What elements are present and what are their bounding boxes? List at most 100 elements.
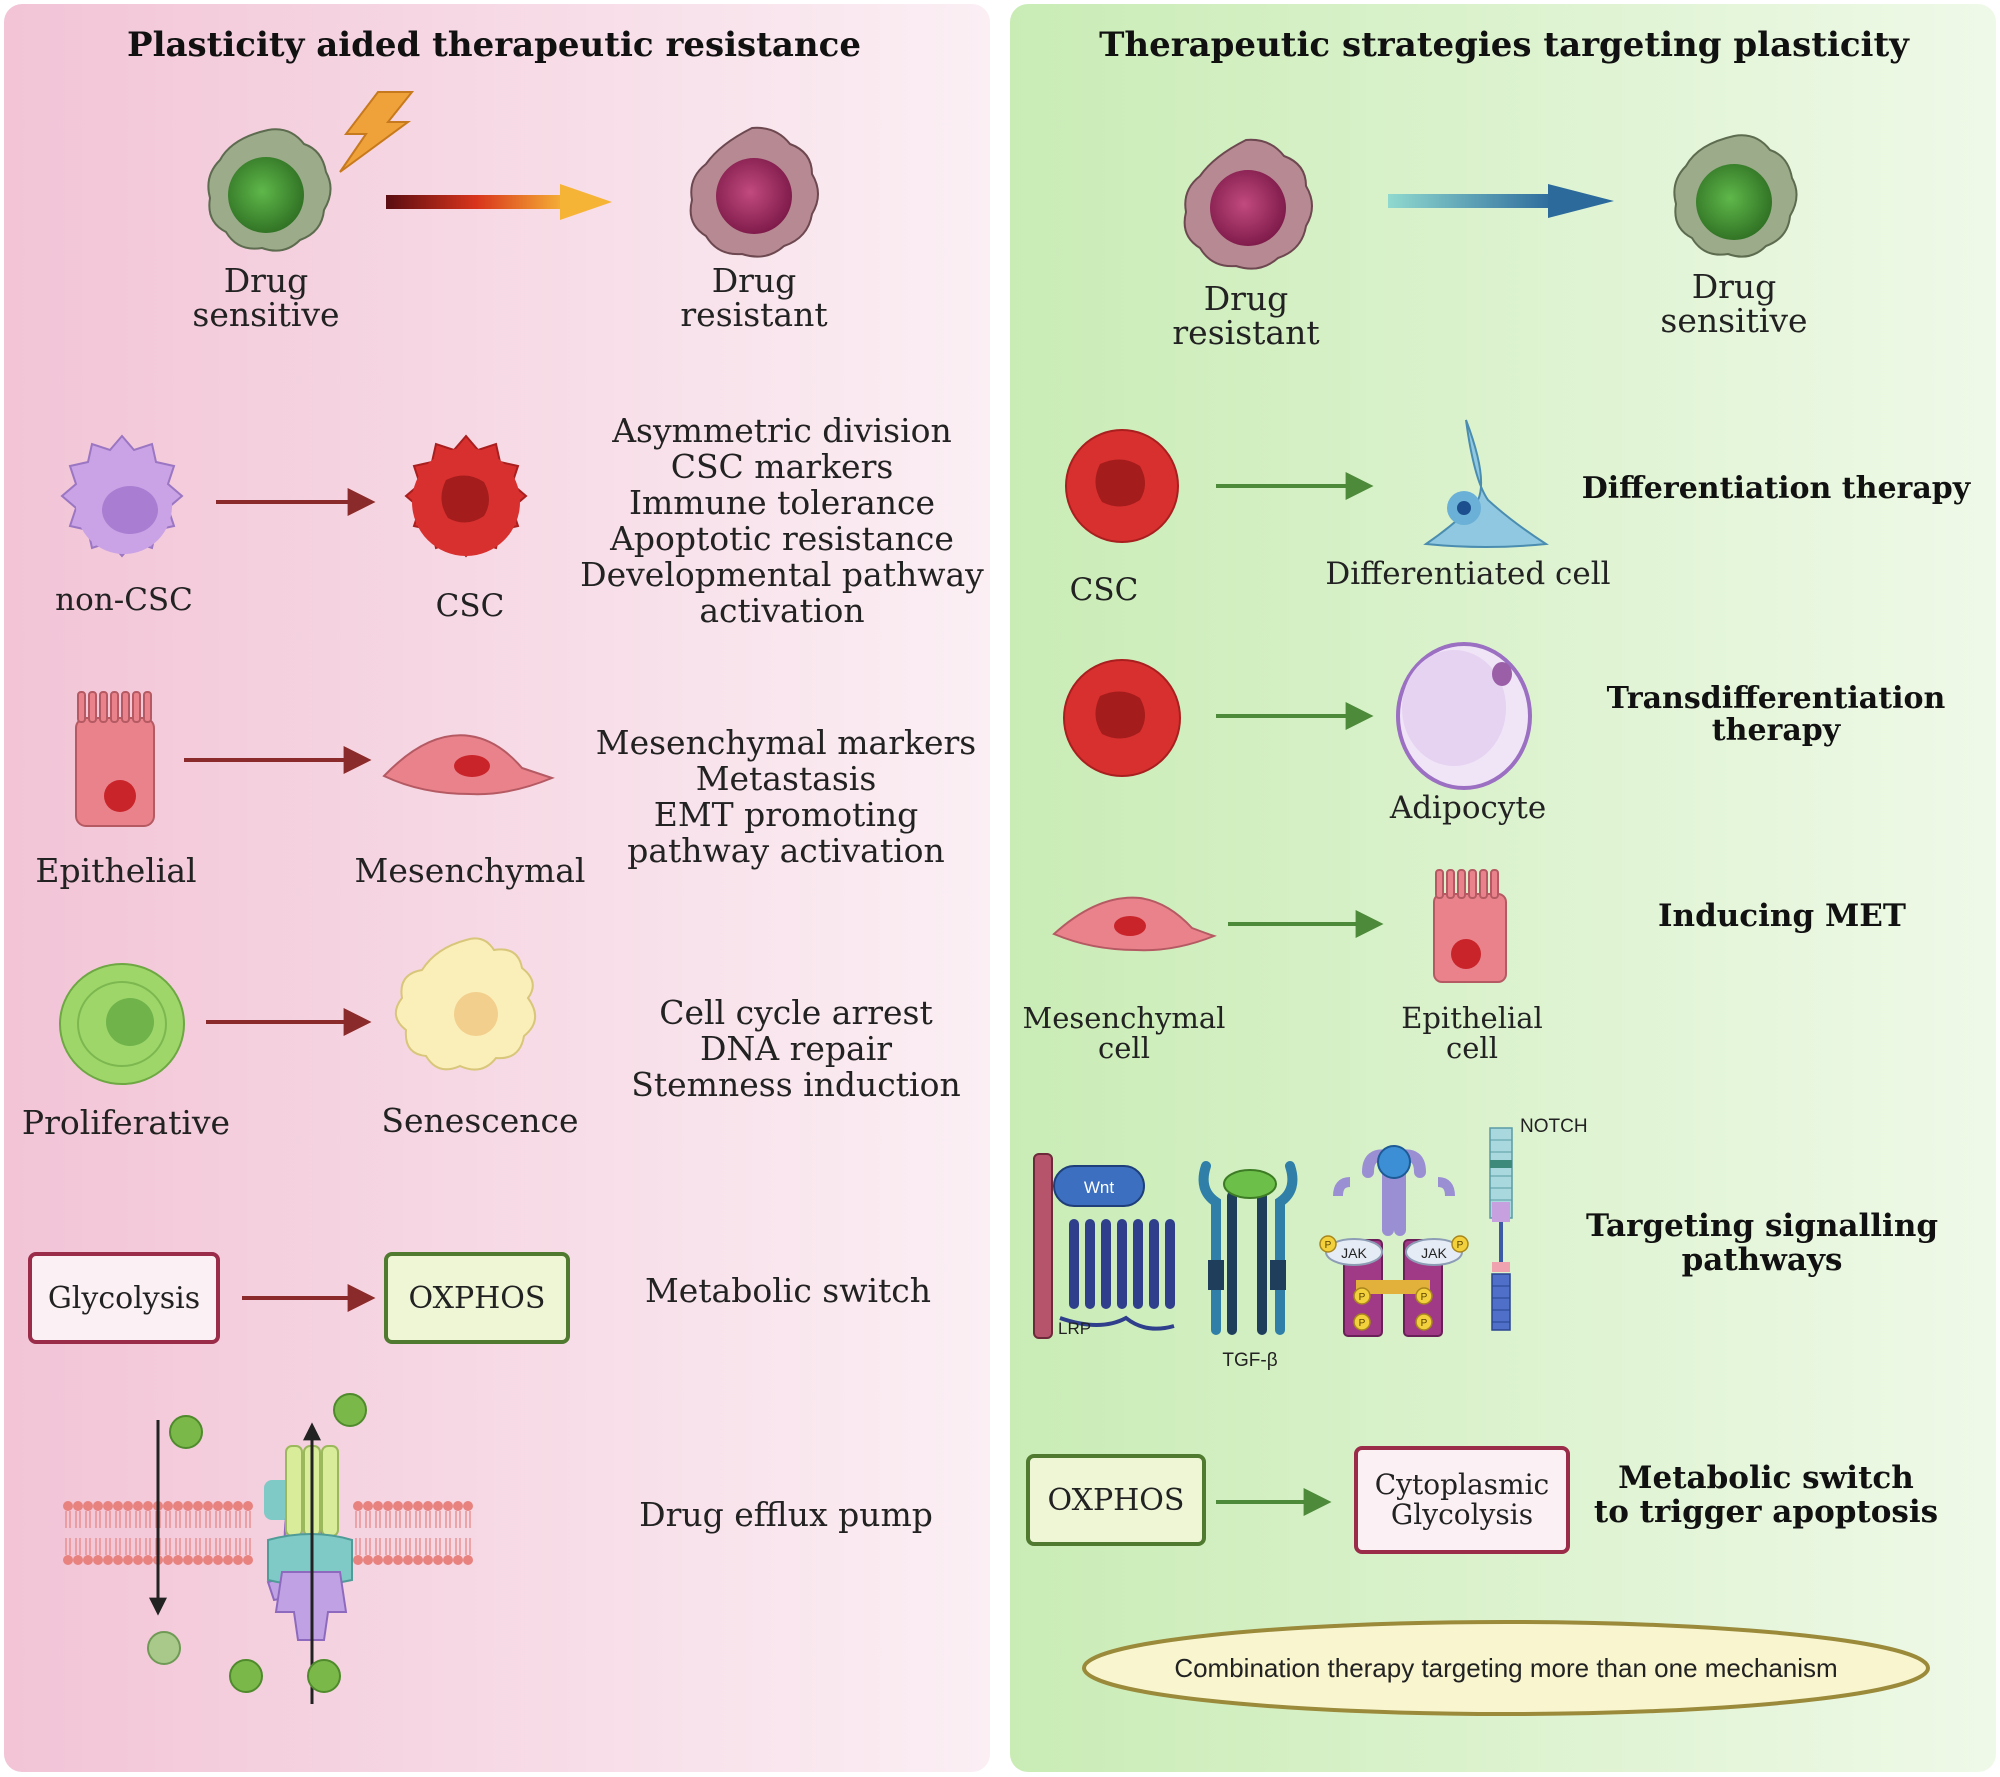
- wnt-receptor: Wnt LRP: [1033, 1153, 1175, 1339]
- csc-cell-right: [1065, 429, 1179, 543]
- phospho-label: P: [1421, 1318, 1428, 1329]
- lipid-tail: [95, 1511, 101, 1528]
- lipid-tail: [395, 1538, 401, 1555]
- lipid-head: [223, 1501, 233, 1511]
- glycolysis-box: [28, 1252, 220, 1344]
- oxphos-label-right: OXPHOS: [1048, 1483, 1185, 1518]
- combination-therapy-label: Combination therapy targeting more than …: [1174, 1653, 1837, 1683]
- lipid-head: [433, 1555, 443, 1565]
- lipid-head: [363, 1501, 373, 1511]
- left-panel: Plasticity aided therapeutic resistance …: [4, 4, 990, 1772]
- lipid-head: [213, 1501, 223, 1511]
- adipocyte-cell: [1396, 642, 1532, 790]
- right-csc-label: CSC: [1070, 572, 1139, 608]
- lipid-tail: [395, 1511, 401, 1528]
- lipid-head: [213, 1555, 223, 1565]
- lipid-head: [233, 1501, 243, 1511]
- notch-label: NOTCH: [1520, 1116, 1588, 1137]
- glycolysis-label: Glycolysis: [48, 1281, 200, 1316]
- resistance-arrow: [386, 184, 612, 220]
- mesenchymal-cell-label-1: Mesenchymal: [1023, 1001, 1226, 1035]
- cytoplasmic-glycolysis-label-2: Glycolysis: [1391, 1498, 1533, 1531]
- tgfb-label: TGF-β: [1222, 1350, 1277, 1371]
- lipid-tail: [385, 1511, 391, 1528]
- lipid-head: [193, 1555, 203, 1565]
- lipid-head: [93, 1555, 103, 1565]
- lipid-head: [83, 1555, 93, 1565]
- lipid-tail: [175, 1538, 181, 1555]
- epithelial-cell-label-2: cell: [1446, 1031, 1498, 1065]
- csc-cell-right-2: [1063, 659, 1181, 777]
- drug-sensitive-cell: [207, 128, 332, 252]
- lipid-tail: [105, 1538, 111, 1555]
- lipid-head: [73, 1555, 83, 1565]
- drug-resistant-cell-right: [1183, 138, 1313, 270]
- lipid-tail: [365, 1538, 371, 1555]
- drug-molecule: [307, 1659, 341, 1693]
- phospho-label: P: [1359, 1292, 1366, 1303]
- lipid-tail: [355, 1511, 361, 1528]
- lipid-head: [163, 1501, 173, 1511]
- lipid-tail: [355, 1538, 361, 1555]
- drug-resistant-cell: [689, 126, 819, 258]
- emt-traits-list: Mesenchymal markers Metastasis EMT promo…: [596, 723, 976, 870]
- right-drug-sensitive-label-2: sensitive: [1660, 301, 1807, 340]
- lipid-tail: [445, 1538, 451, 1555]
- metabolic-switch-label: Metabolic switch: [645, 1271, 931, 1310]
- phospho-label: P: [1457, 1240, 1464, 1251]
- lipid-head: [113, 1555, 123, 1565]
- lipid-head: [173, 1555, 183, 1565]
- csc-trait: Asymmetric division: [611, 411, 952, 450]
- lipid-head: [73, 1501, 83, 1511]
- lipid-tail: [135, 1538, 141, 1555]
- lipid-head: [203, 1555, 213, 1565]
- drug-sensitive-label-2: sensitive: [192, 295, 339, 334]
- lipid-tail: [455, 1538, 461, 1555]
- lipid-tail: [185, 1538, 191, 1555]
- differentiation-therapy-label: Differentiation therapy: [1582, 471, 1972, 506]
- lipid-tail: [375, 1511, 381, 1528]
- csc-traits-list: Asymmetric division CSC markers Immune t…: [580, 411, 984, 630]
- lipid-tail: [195, 1511, 201, 1528]
- lipid-tail: [445, 1511, 451, 1528]
- lipid-tail: [115, 1511, 121, 1528]
- oxphos-label-left: OXPHOS: [409, 1281, 546, 1316]
- lipid-head: [243, 1501, 253, 1511]
- lipid-tail: [245, 1538, 251, 1555]
- lipid-head: [403, 1555, 413, 1565]
- sensitization-arrow: [1388, 184, 1614, 218]
- csc-trait: Immune tolerance: [629, 483, 935, 522]
- lipid-head: [163, 1555, 173, 1565]
- lipid-tail: [365, 1511, 371, 1528]
- lipid-head: [173, 1501, 183, 1511]
- lipid-head: [443, 1501, 453, 1511]
- emt-trait: Metastasis: [696, 759, 877, 798]
- drug-resistant-label-2: resistant: [680, 295, 827, 334]
- notch-receptor: NOTCH: [1489, 1116, 1588, 1331]
- lipid-tail: [75, 1511, 81, 1528]
- lipid-head: [443, 1555, 453, 1565]
- epithelial-cell-label-1: Epithelial: [1401, 1001, 1543, 1035]
- signalling-label-1: Targeting signalling: [1586, 1208, 1938, 1244]
- lipid-tail: [235, 1511, 241, 1528]
- non-csc-cell: [60, 434, 184, 558]
- combination-therapy-ellipse: [1082, 1620, 1930, 1716]
- lipid-tail: [145, 1511, 151, 1528]
- adipocyte-label: Adipocyte: [1389, 790, 1546, 826]
- drug-molecule: [147, 1631, 181, 1665]
- cytoplasmic-glycolysis-label-1: Cytoplasmic: [1375, 1468, 1549, 1501]
- lipid-tail: [415, 1511, 421, 1528]
- lipid-head: [63, 1555, 73, 1565]
- lipid-head: [353, 1501, 363, 1511]
- drug-molecule: [229, 1659, 263, 1693]
- lipid-head: [243, 1555, 253, 1565]
- csc-label: CSC: [436, 588, 505, 624]
- lipid-head: [353, 1555, 363, 1565]
- lipid-tail: [245, 1511, 251, 1528]
- right-drug-resistant-label-1: Drug: [1204, 279, 1289, 318]
- phospho-label: P: [1421, 1292, 1428, 1303]
- proliferative-label: Proliferative: [22, 1103, 230, 1142]
- lightning-icon: [339, 91, 415, 173]
- lipid-head: [423, 1555, 433, 1565]
